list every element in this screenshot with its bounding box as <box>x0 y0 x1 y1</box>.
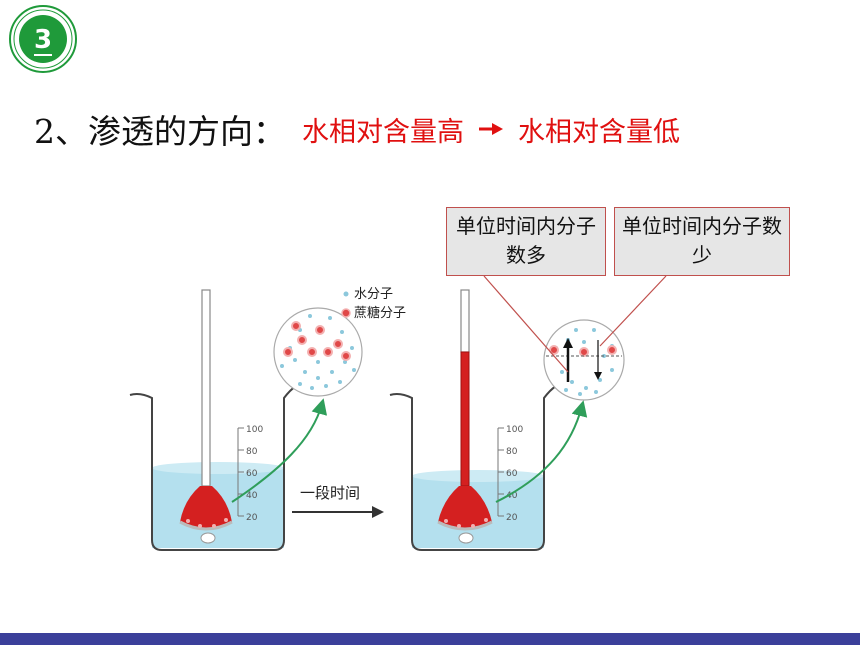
tick-80: 80 <box>246 447 258 457</box>
legend-water-marker <box>343 291 349 297</box>
process-arrow: 一段时间 <box>292 484 384 518</box>
school-logo: 3 <box>9 5 77 73</box>
scale-left: 100 80 60 40 20 <box>237 425 263 523</box>
tick-100-r: 100 <box>506 425 523 435</box>
beaker-right: 100 80 60 40 20 <box>389 289 557 551</box>
tick-60: 60 <box>246 469 258 479</box>
tick-80-r: 80 <box>506 447 518 457</box>
tick-60-r: 60 <box>506 469 518 479</box>
svg-text:3: 3 <box>34 25 52 55</box>
title-prefix: 2、渗透的方向： <box>34 112 286 151</box>
tick-40: 40 <box>246 491 258 501</box>
tick-20: 20 <box>246 513 258 523</box>
scale-right: 100 80 60 40 20 <box>497 425 523 523</box>
beaker-left: 100 80 60 40 20 <box>129 289 297 551</box>
slide-title: 2、渗透的方向： 水相对含量高 水相对含量低 <box>34 104 680 154</box>
magnified-view-left <box>273 307 363 397</box>
tick-20-r: 20 <box>506 513 518 523</box>
right-arrow-icon <box>479 123 503 135</box>
callout-pointer-more <box>483 275 569 373</box>
zoom-arrow-right <box>495 400 588 503</box>
callout-pointer-less <box>599 275 667 347</box>
title-from: 水相对含量高 <box>302 116 464 148</box>
process-label: 一段时间 <box>300 484 360 502</box>
tick-100: 100 <box>246 425 263 435</box>
legend-sucrose-marker <box>341 308 351 318</box>
callout-fewer-molecules: 单位时间内分子数少 <box>614 207 790 276</box>
bottom-bar <box>0 633 860 645</box>
legend: 水分子 蔗糖分子 <box>341 287 406 321</box>
callout-more-molecules: 单位时间内分子数多 <box>446 207 606 276</box>
legend-water: 水分子 <box>354 287 393 302</box>
title-to: 水相对含量低 <box>518 116 680 148</box>
magnified-view-right <box>543 319 625 401</box>
legend-sucrose: 蔗糖分子 <box>354 305 406 321</box>
zoom-arrow-left <box>231 398 328 503</box>
tick-40-r: 40 <box>506 491 518 501</box>
